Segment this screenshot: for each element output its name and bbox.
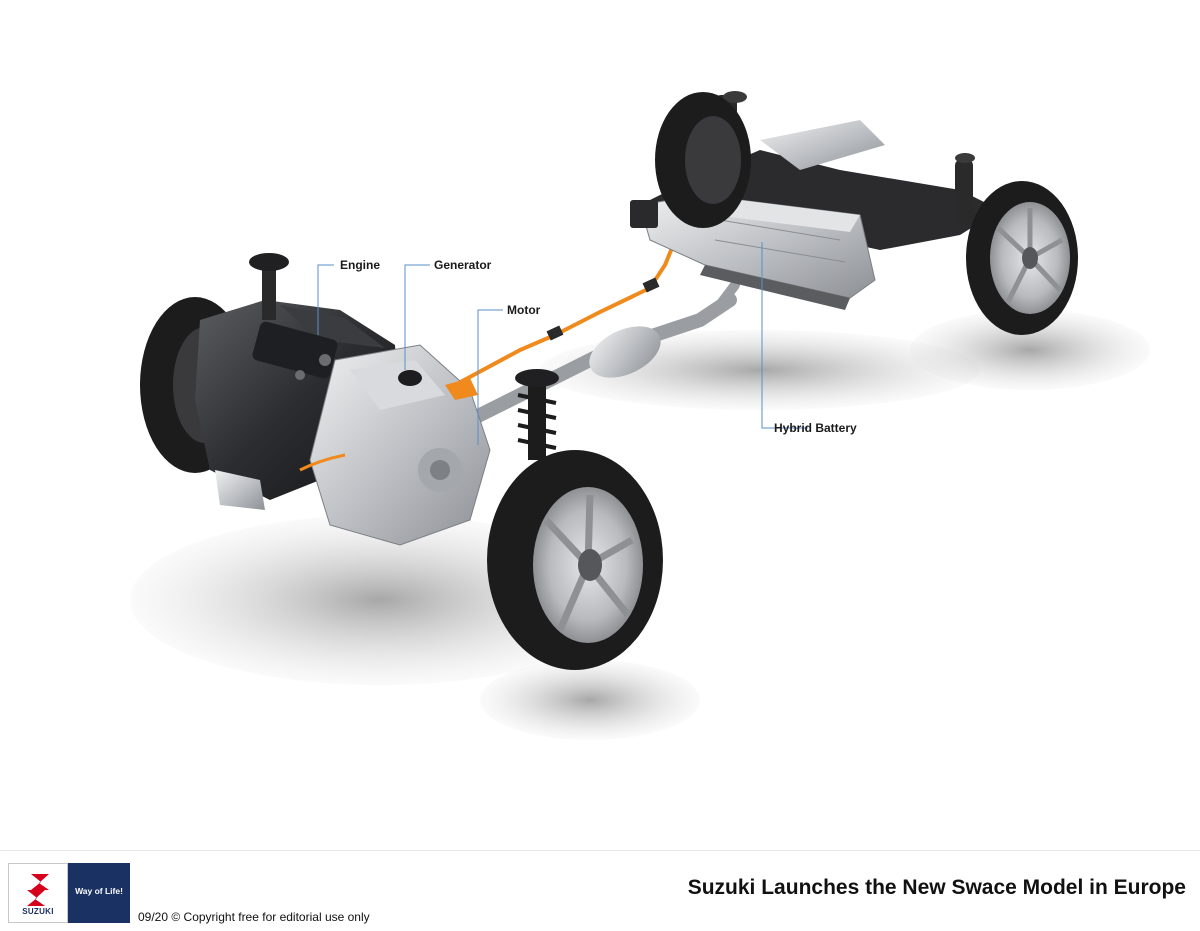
rear-right-wheel — [966, 181, 1078, 335]
front-right-wheel — [487, 450, 663, 670]
slogan-text: Way of Life! — [75, 886, 123, 896]
suzuki-s-emblem-icon — [27, 874, 49, 906]
brand-name: SUZUKI — [22, 907, 54, 916]
hybrid-battery-leader — [761, 242, 808, 429]
hybrid-battery-label: Hybrid Battery — [774, 421, 857, 435]
copyright-notice: 09/20 © Copyright free for editorial use… — [138, 910, 370, 924]
chassis-drawing — [130, 91, 1150, 740]
motor-label: Motor — [507, 303, 541, 317]
suzuki-logo: SUZUKI — [8, 863, 68, 923]
chassis-cutaway-illustration: Engine Generator Motor Hybrid Battery — [130, 91, 1150, 740]
motor-leader — [477, 309, 503, 445]
engine-leader — [317, 264, 334, 335]
callout-leaders — [317, 242, 808, 445]
slogan-box: Way of Life! — [68, 863, 130, 923]
hv-cable — [453, 246, 674, 387]
hybrid-battery — [630, 194, 876, 310]
footer-banner: SUZUKI Way of Life! Suzuki Launches the … — [0, 850, 1200, 931]
transaxle-housing — [299, 344, 491, 546]
generator-label: Generator — [434, 258, 492, 272]
rear-left-wheel — [655, 92, 751, 228]
generator-leader — [404, 264, 430, 370]
engine-label: Engine — [340, 258, 381, 272]
front-right-strut — [515, 369, 559, 460]
press-release-title: Suzuki Launches the New Swace Model in E… — [687, 876, 1186, 899]
